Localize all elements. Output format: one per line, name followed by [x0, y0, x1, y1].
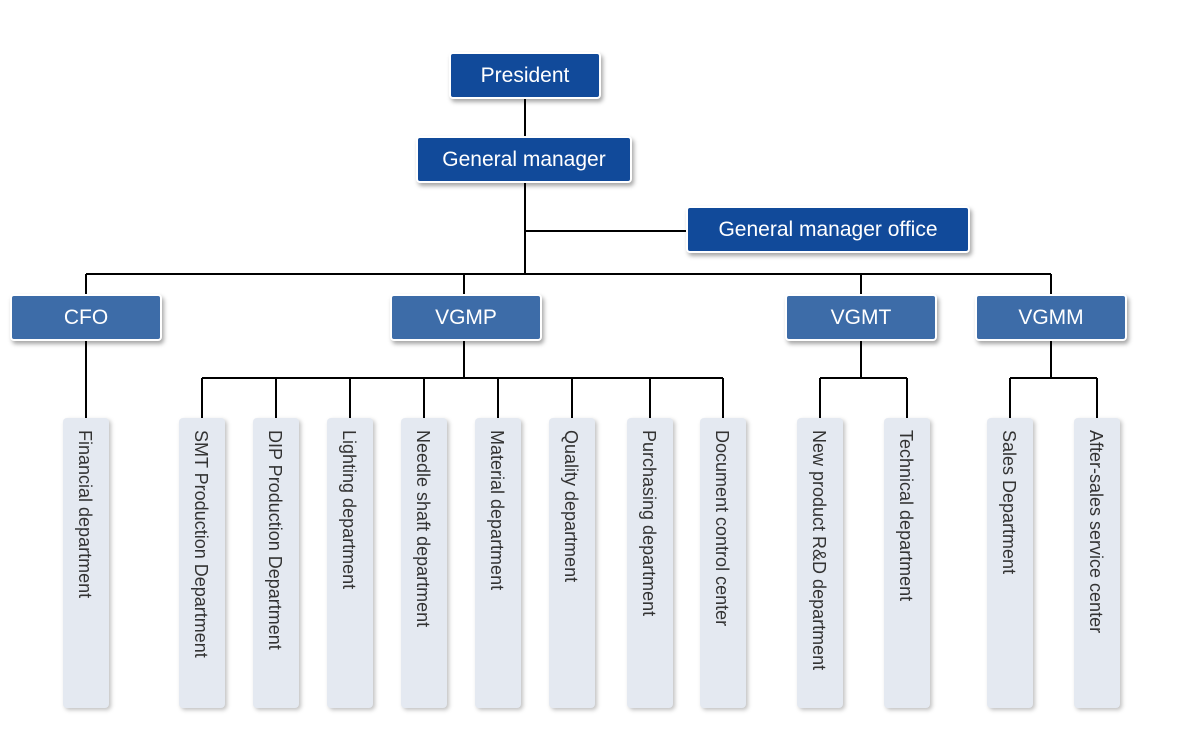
- dept-after-sales: After-sales service center: [1074, 418, 1120, 708]
- dept-label: New product R&D department: [809, 430, 829, 671]
- dept-material: Material department: [475, 418, 521, 708]
- dept-new-product-rd: New product R&D department: [797, 418, 843, 708]
- dept-dip-production: DIP Production Department: [253, 418, 299, 708]
- branch-cfo: CFO: [10, 294, 162, 341]
- dept-sales: Sales Department: [987, 418, 1033, 708]
- dept-label: Sales Department: [999, 430, 1019, 575]
- dept-label: SMT Production Department: [191, 430, 211, 658]
- president-box: President: [449, 52, 601, 99]
- dept-needle-shaft: Needle shaft department: [401, 418, 447, 708]
- branch-vgmm: VGMM: [975, 294, 1127, 341]
- dept-smt-production: SMT Production Department: [179, 418, 225, 708]
- branch-vgmt: VGMT: [785, 294, 937, 341]
- dept-label: After-sales service center: [1086, 430, 1106, 634]
- branch-vgmp: VGMP: [390, 294, 542, 341]
- dept-label: Quality department: [561, 430, 581, 583]
- dept-label: Document control center: [712, 430, 732, 627]
- dept-label: Needle shaft department: [413, 430, 433, 628]
- dept-label: Lighting department: [339, 430, 359, 590]
- general-manager-box: General manager: [416, 136, 632, 183]
- dept-label: DIP Production Department: [265, 430, 285, 650]
- dept-document-control: Document control center: [700, 418, 746, 708]
- dept-label: Material department: [487, 430, 507, 591]
- dept-financial: Financial department: [63, 418, 109, 708]
- dept-technical: Technical department: [884, 418, 930, 708]
- dept-purchasing: Purchasing department: [627, 418, 673, 708]
- dept-quality: Quality department: [549, 418, 595, 708]
- dept-label: Purchasing department: [639, 430, 659, 617]
- dept-label: Technical department: [896, 430, 916, 602]
- dept-label: Financial department: [75, 430, 95, 599]
- gm-office-box: General manager office: [686, 206, 970, 253]
- dept-lighting: Lighting department: [327, 418, 373, 708]
